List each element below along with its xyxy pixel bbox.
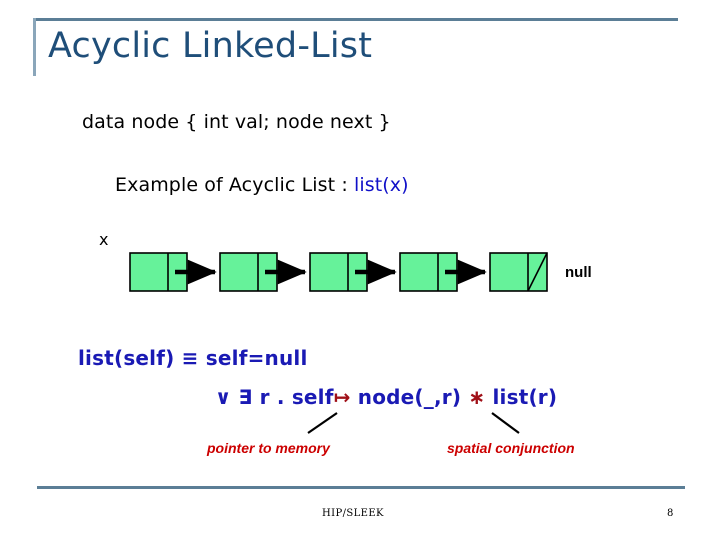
head-pointer-label: x bbox=[99, 230, 109, 249]
example-caption-predicate: list(x) bbox=[353, 174, 409, 196]
callout-leader-line-spatial bbox=[491, 412, 520, 434]
separating-conjunction-operator: ∗ bbox=[468, 385, 486, 409]
list-node bbox=[309, 252, 368, 292]
example-caption: Example of Acyclic List : list(x) bbox=[115, 174, 409, 196]
formula-line-2: ∨ ∃ r . self↦ node(_,r) ∗ list(r) bbox=[215, 385, 557, 409]
callout-leader-line-pointer bbox=[307, 412, 338, 434]
formula-line-2-mid: node(_,r) bbox=[350, 385, 469, 409]
list-node-terminal bbox=[489, 252, 548, 292]
data-declaration-text: data node { int val; node next } bbox=[82, 111, 391, 133]
page-title: Acyclic Linked-List bbox=[48, 26, 373, 66]
list-node bbox=[399, 252, 458, 292]
null-terminator-label: null bbox=[565, 264, 592, 281]
example-caption-prefix: Example of Acyclic List : bbox=[115, 174, 354, 196]
mapsto-operator: ↦ bbox=[333, 385, 351, 409]
formula-line-1: list(self) ≡ self=null bbox=[78, 346, 308, 370]
footer-rule bbox=[37, 486, 685, 489]
page-number: 8 bbox=[667, 508, 674, 519]
list-node bbox=[129, 252, 188, 292]
footer-label: HIP/SLEEK bbox=[322, 508, 384, 519]
formula-line-2-suffix: list(r) bbox=[485, 385, 558, 409]
callout-pointer-to-memory: pointer to memory bbox=[207, 440, 330, 456]
list-node bbox=[219, 252, 278, 292]
null-slash-icon bbox=[527, 252, 548, 292]
formula-line-2-prefix: ∨ ∃ r . self bbox=[215, 385, 334, 409]
header-rule-horizontal bbox=[33, 18, 678, 21]
callout-spatial-conjunction: spatial conjunction bbox=[447, 440, 575, 456]
header-rule-vertical bbox=[33, 18, 36, 76]
